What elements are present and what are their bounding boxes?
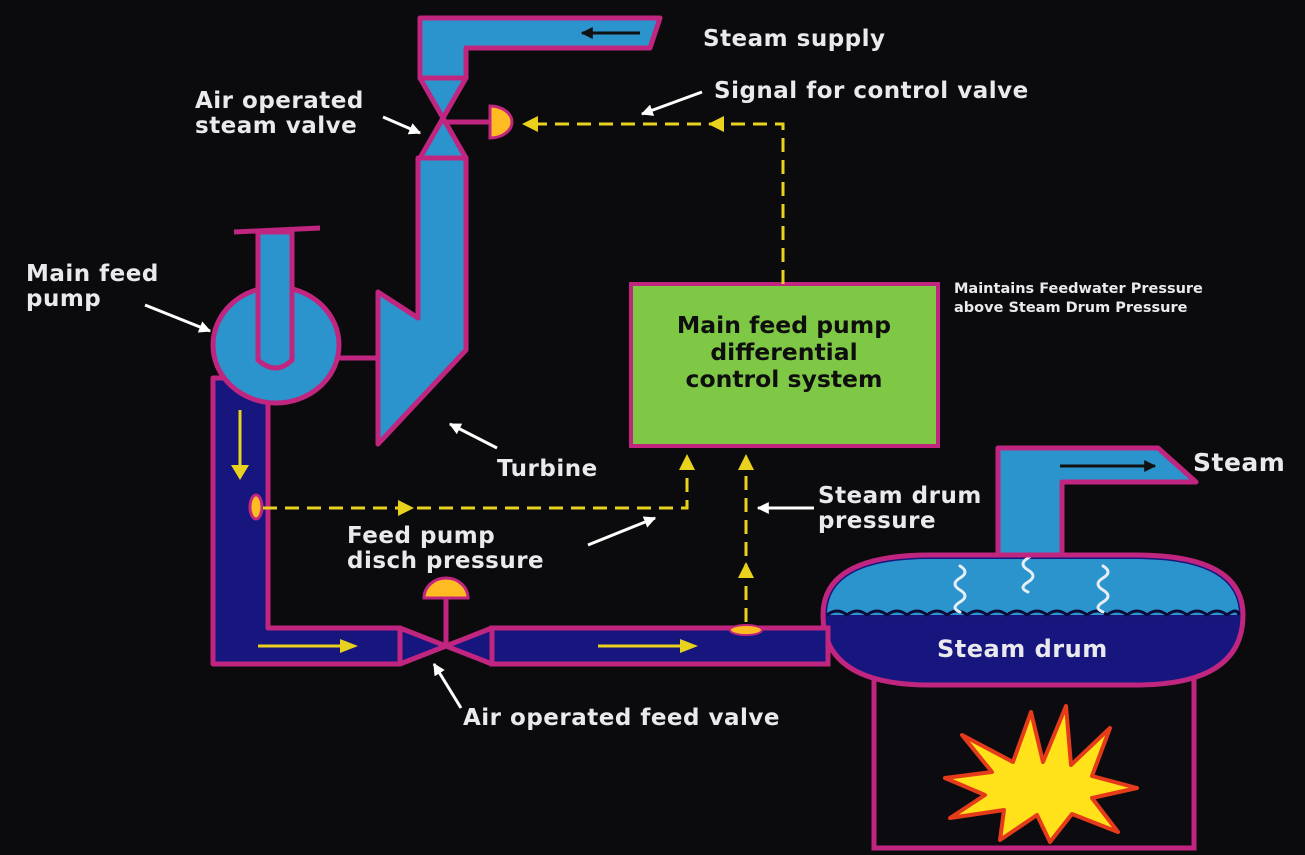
feed-pump-disch-pressure-tap	[248, 493, 264, 521]
label-air-operated-steam-valve: Air operated steam valve	[195, 88, 364, 139]
callout-arrows	[144, 90, 814, 709]
steam-control-valve	[417, 75, 469, 161]
feed-valve-actuator	[422, 576, 470, 600]
label-turbine: Turbine	[497, 456, 598, 482]
water-surface-waves	[826, 609, 1241, 617]
label-steam-supply: Steam supply	[703, 26, 886, 52]
label-signal-control-valve: Signal for control valve	[714, 78, 1029, 104]
label-steam-drum-pressure: Steam drum pressure	[818, 483, 982, 534]
control-system-label: Main feed pump differential control syst…	[676, 311, 892, 393]
steam-drum-pressure-tap	[729, 624, 763, 636]
steam-outlet-pipe	[995, 445, 1199, 558]
label-feed-pump-disch-pressure: Feed pump disch pressure	[347, 523, 545, 574]
label-air-operated-feed-valve: Air operated feed valve	[463, 705, 780, 731]
steam-valve-actuator	[488, 104, 514, 140]
main-feed-pump-suction	[255, 229, 295, 371]
flame-icon	[943, 704, 1139, 844]
label-steam-drum: Steam drum	[937, 635, 1108, 663]
steam-drum-vapor	[827, 559, 1239, 615]
control-system-box	[629, 282, 940, 448]
label-steam: Steam	[1193, 448, 1286, 477]
signal-arrowheads	[398, 116, 754, 578]
steam-supply-pipe	[417, 15, 663, 81]
turbine	[375, 155, 469, 447]
note-feedwater-pressure: Maintains Feedwater Pressure above Steam…	[954, 281, 1203, 316]
label-main-feed-pump: Main feed pump	[26, 261, 159, 312]
